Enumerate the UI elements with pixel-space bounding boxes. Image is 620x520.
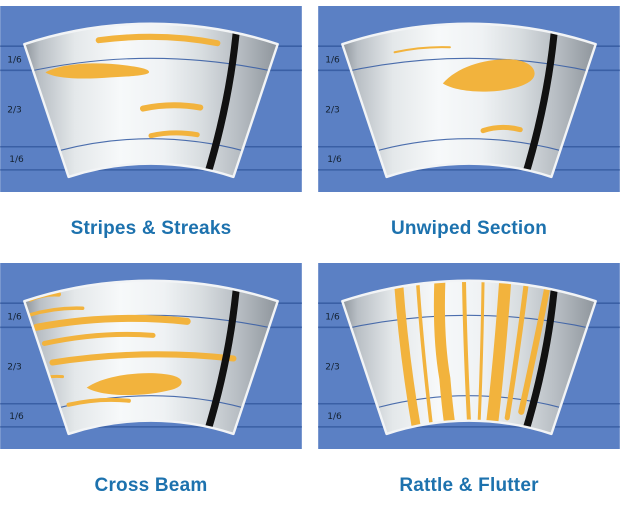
- streak-marks: [393, 46, 535, 134]
- fraction-label-top: 1/6: [7, 55, 22, 65]
- panel-title: Unwiped Section: [390, 218, 548, 239]
- panel-title: Rattle & Flutter: [399, 475, 539, 496]
- wiper-blade: [521, 281, 559, 434]
- panel-title: Stripes & Streaks: [70, 218, 232, 239]
- fraction-label-middle: 2/3: [325, 363, 340, 373]
- fraction-label-top: 1/6: [325, 312, 340, 322]
- wiped-area: [342, 23, 596, 177]
- streak-marks: [394, 280, 551, 434]
- wiped-area: [24, 23, 278, 177]
- wiper-blade: [203, 24, 241, 177]
- panel-title: Cross Beam: [94, 475, 208, 496]
- fraction-label-bottom: 1/6: [327, 155, 342, 165]
- panel-rattle-flutter: 1/6 2/3 1/6 Rattle & Flutter: [318, 263, 620, 520]
- fraction-label-bottom: 1/6: [9, 412, 24, 422]
- diagram-stripes-streaks: 1/6 2/3 1/6: [0, 6, 302, 192]
- division-arcs: [24, 57, 278, 152]
- fraction-label-bottom: 1/6: [9, 155, 24, 165]
- panel-cross-beam: 1/6 2/3 1/6 Cross Beam: [0, 263, 302, 520]
- streak-marks: [45, 33, 221, 139]
- fraction-label-top: 1/6: [325, 55, 340, 65]
- division-arcs: [342, 57, 596, 152]
- wiper-blade: [521, 24, 559, 177]
- panel-unwiped-section: 1/6 2/3 1/6 Unwiped Section: [318, 6, 620, 263]
- fraction-label-middle: 2/3: [325, 106, 340, 116]
- fraction-label-middle: 2/3: [7, 106, 22, 116]
- diagram-cross-beam: 1/6 2/3 1/6: [0, 263, 302, 449]
- fraction-label-middle: 2/3: [7, 363, 22, 373]
- fraction-label-top: 1/6: [7, 312, 22, 322]
- diagram-rattle-flutter: 1/6 2/3 1/6: [318, 263, 620, 449]
- panel-stripes-streaks: 1/6 2/3 1/6 Stripes & Streaks: [0, 6, 302, 263]
- diagram-unwiped-section: 1/6 2/3 1/6: [318, 6, 620, 192]
- fraction-label-bottom: 1/6: [327, 412, 342, 422]
- wiper-blade: [203, 281, 241, 434]
